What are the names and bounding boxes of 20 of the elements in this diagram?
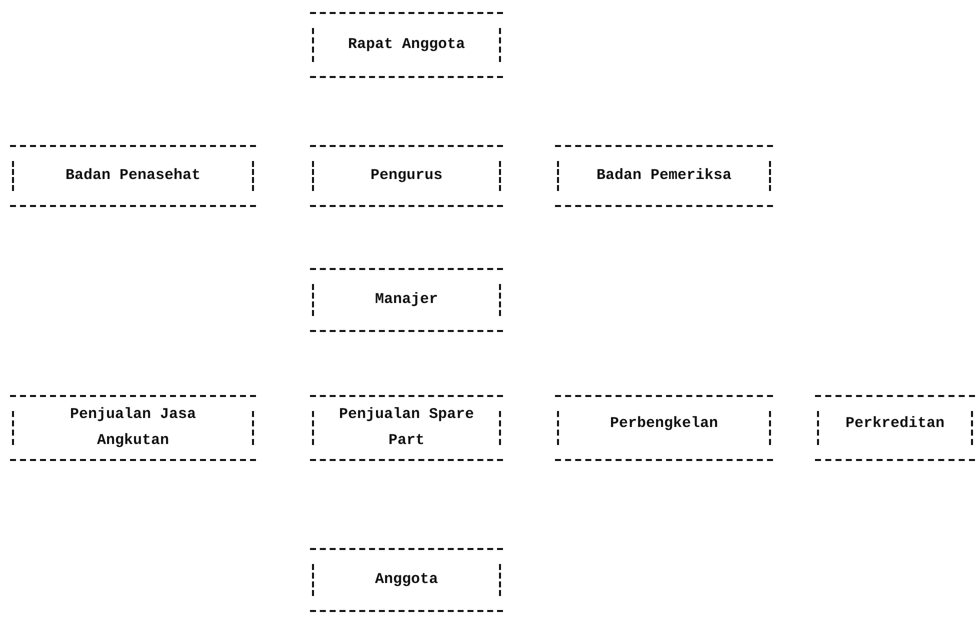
dashed-box [815, 395, 975, 461]
dashed-box [555, 395, 773, 461]
box-label: Badan Pemeriksa [596, 166, 732, 186]
box-label: Perkreditan [845, 414, 945, 434]
dashed-box [10, 395, 256, 461]
dashed-box [310, 268, 503, 332]
box-label: Pengurus [370, 166, 442, 186]
box-label: Manajer [374, 290, 438, 310]
box-label: Anggota [374, 570, 438, 590]
dashed-box [310, 548, 503, 612]
dashed-box [310, 12, 503, 78]
box-label: Perbengkelan [610, 414, 718, 434]
dashed-box [10, 145, 256, 207]
dashed-box [555, 145, 773, 207]
box-label: Penjualan Jasa Angkutan [68, 405, 198, 451]
box-label: Rapat Anggota [348, 35, 466, 55]
dashed-box [310, 395, 503, 461]
box-label: Penjualan Spare Part [338, 405, 476, 451]
dashed-box [310, 145, 503, 207]
box-label: Badan Penasehat [65, 166, 201, 186]
